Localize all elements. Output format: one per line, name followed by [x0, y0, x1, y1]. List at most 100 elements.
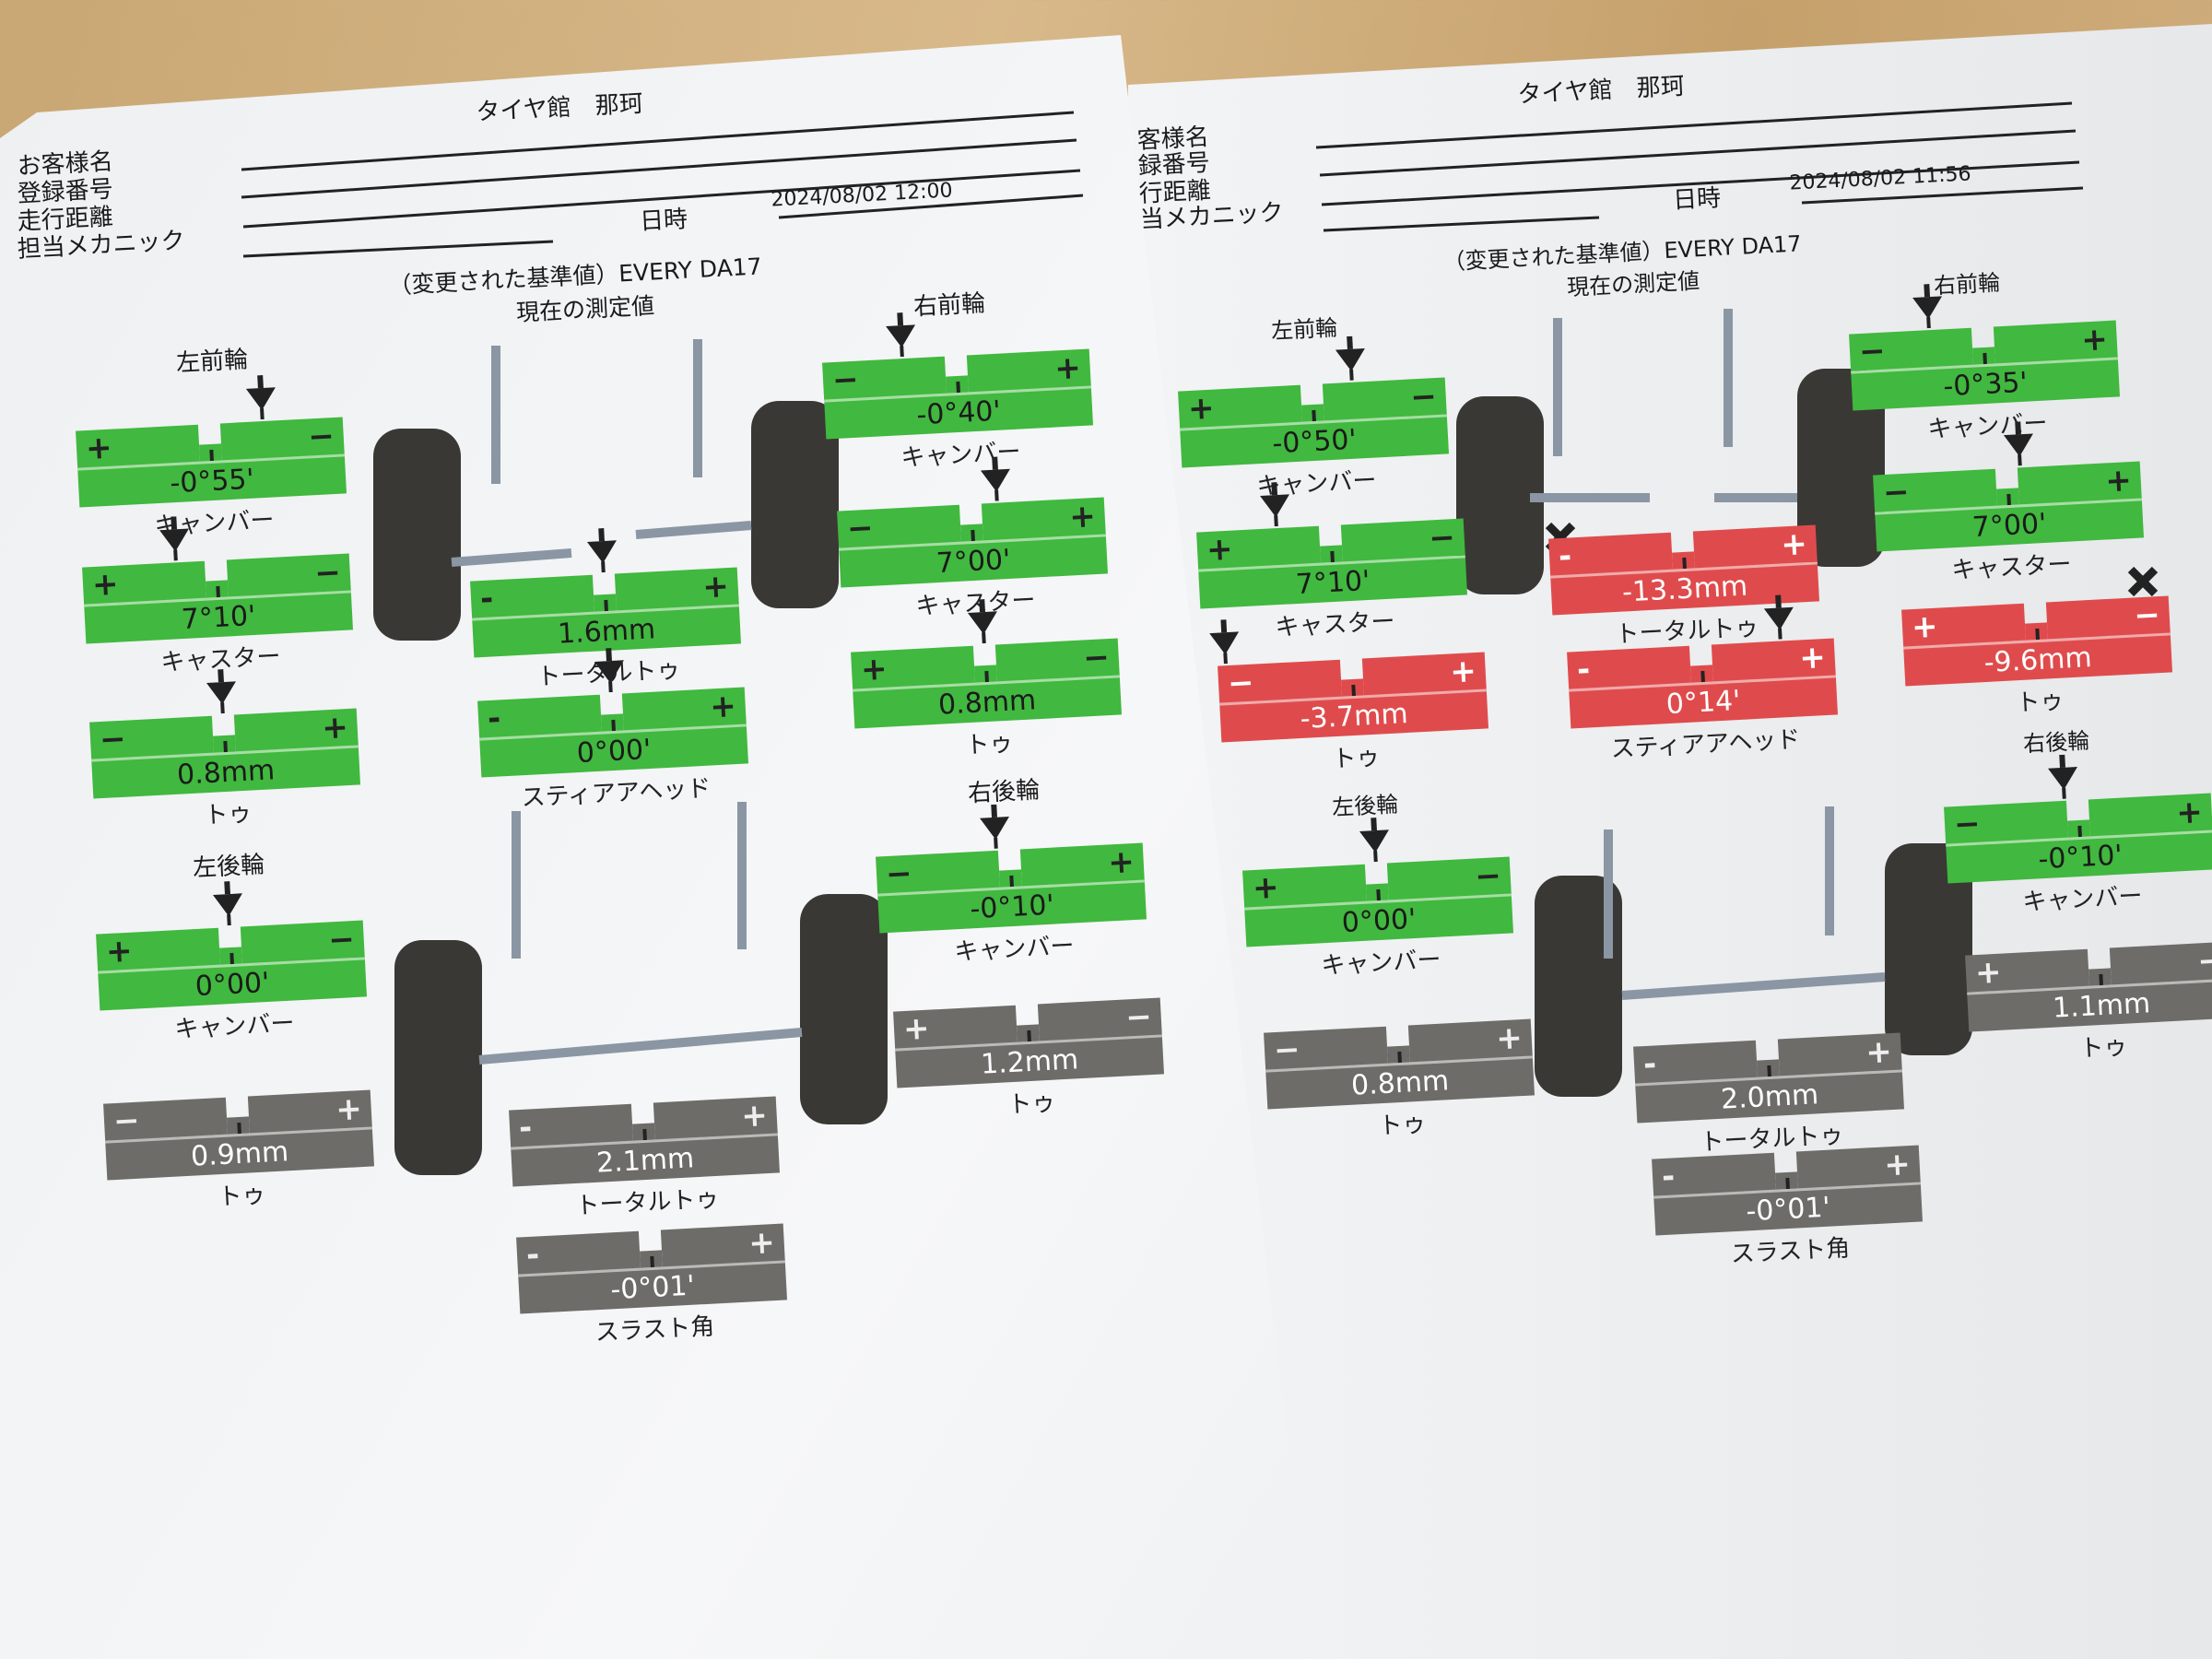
- sign-left: −: [1873, 468, 1998, 512]
- sign-right: +: [1361, 652, 1487, 696]
- pointer-arrow-icon: [590, 647, 629, 693]
- target-notch: [2067, 819, 2090, 838]
- target-notch: [1672, 551, 1695, 570]
- gauge-thrust: - + -0°01' スラスト角: [516, 1219, 789, 1351]
- target-notch: [1017, 1024, 1040, 1042]
- sign-left: −: [1264, 1026, 1389, 1070]
- gauge-rr-toe: + − 1.1mm トゥ: [1965, 937, 2212, 1069]
- section-right-front: 右前輪: [912, 289, 986, 322]
- date-label: 日時: [1672, 184, 1722, 215]
- gauge-total-toe: - + 1.6mm トータルトゥ: [470, 527, 743, 695]
- target-notch: [2088, 968, 2112, 986]
- sign-left: +: [851, 645, 976, 689]
- gauge-rf-toe: + − 0.8mm トゥ: [851, 598, 1124, 766]
- gauge-rf-toe: + − -9.6mm トゥ: [1901, 592, 2174, 724]
- gauge-lf-camber: + − -0°55' キャンバー: [76, 374, 348, 545]
- sign-right: −: [2109, 941, 2212, 985]
- sign-left: −: [837, 504, 962, 548]
- gauge-rf-camber: − + -0°35' キャンバー: [1849, 284, 2122, 448]
- sign-right: −: [1322, 377, 1447, 421]
- target-notch: [1690, 665, 1713, 683]
- section-left-front: 左前輪: [1270, 314, 1338, 345]
- gauge-rr-camber: − + -0°10' キャンバー: [1944, 754, 2212, 921]
- target-notch: [1757, 1059, 1780, 1077]
- target-notch: [1301, 404, 1324, 422]
- sign-right: −: [240, 920, 365, 964]
- sign-right: +: [614, 567, 739, 611]
- pointer-arrow-icon: [1255, 481, 1294, 527]
- sign-right: −: [1037, 997, 1162, 1041]
- sign-left: −: [822, 356, 947, 400]
- pointer-arrow-icon: [241, 374, 280, 420]
- target-notch: [1320, 545, 1343, 563]
- sign-left: -: [1548, 532, 1674, 576]
- pointer-arrow-icon: [1999, 420, 2038, 466]
- sign-left: +: [1965, 948, 2090, 993]
- pointer-arrow-icon: [963, 598, 1002, 644]
- sign-left: +: [893, 1005, 1018, 1049]
- gauge-rear-total-toe: - + 2.0mm トータルトゥ: [1633, 1029, 1906, 1160]
- sign-left: −: [1218, 659, 1343, 703]
- pointer-arrow-icon: [1331, 335, 1370, 382]
- sign-left: −: [89, 715, 215, 759]
- target-notch: [2025, 622, 2048, 641]
- gauge-rf-caster: − + 7°00' キャスター: [837, 456, 1110, 625]
- gauge-rear-total-toe: - + 2.1mm トータルトゥ: [509, 1092, 782, 1224]
- sign-left: +: [76, 424, 201, 468]
- gauge-steer: - + 0°14' スティアアヘッド: [1567, 594, 1840, 766]
- target-notch: [960, 524, 983, 542]
- pointer-arrow-icon: [1908, 283, 1947, 329]
- pointer-arrow-icon: [1355, 817, 1394, 863]
- gauge-lf-camber: + − -0°50' キャンバー: [1178, 335, 1451, 505]
- pointer-arrow-icon: [2043, 754, 2082, 800]
- target-notch: [632, 1123, 655, 1141]
- target-notch: [594, 594, 617, 612]
- date-label: 日時: [639, 206, 688, 236]
- sign-left: −: [1849, 327, 1974, 371]
- sign-right: +: [1711, 638, 1836, 682]
- gauge-rf-camber: − + -0°40' キャンバー: [822, 312, 1095, 477]
- sign-right: +: [653, 1096, 778, 1140]
- gauge-rf-caster: − + 7°00' キャスター: [1873, 421, 2146, 589]
- sign-right: +: [1795, 1145, 1921, 1189]
- target-notch: [1341, 678, 1364, 697]
- gauge-lr-toe: − + 0.8mm トゥ: [1264, 1015, 1536, 1147]
- sign-left: -: [1633, 1040, 1759, 1084]
- sign-left: +: [1196, 525, 1322, 570]
- target-notch: [199, 443, 222, 462]
- target-notch: [1775, 1171, 1798, 1190]
- pointer-arrow-icon: [1759, 594, 1798, 641]
- target-notch: [999, 869, 1022, 888]
- gauge-lf-caster: + − 7°10' キャスター: [82, 516, 355, 681]
- sign-left: +: [1178, 384, 1303, 429]
- sign-right: +: [1777, 1032, 1902, 1077]
- sign-left: -: [509, 1103, 634, 1147]
- sign-right: −: [994, 638, 1120, 682]
- sign-left: -: [1652, 1152, 1777, 1196]
- sign-left: −: [1944, 800, 2069, 844]
- sign-left: -: [516, 1230, 641, 1275]
- sign-right: +: [660, 1223, 785, 1267]
- pointer-arrow-icon: [1205, 618, 1243, 665]
- sign-right: +: [621, 687, 747, 731]
- sign-left: +: [96, 927, 221, 971]
- target-notch: [946, 375, 969, 394]
- pointer-arrow-icon: [155, 515, 194, 561]
- target-notch: [1996, 488, 2019, 506]
- pointer-arrow-icon: [208, 880, 247, 926]
- sign-right: −: [1386, 856, 1512, 900]
- gauge-thrust: - + -0°01' スラスト角: [1652, 1141, 1924, 1273]
- pointer-arrow-icon: [202, 668, 241, 714]
- sign-right: +: [1993, 320, 2118, 364]
- target-notch: [213, 735, 236, 753]
- target-notch: [227, 1116, 250, 1135]
- pointer-arrow-icon: [976, 456, 1015, 502]
- gauge-lf-toe: − + -3.7mm トゥ: [1208, 619, 1490, 780]
- sign-left: +: [1242, 864, 1368, 908]
- gauge-rr-camber: − + -0°10' キャンバー: [876, 804, 1148, 971]
- suspension-illustration: [373, 401, 888, 1175]
- sign-left: +: [82, 560, 207, 605]
- sign-left: -: [470, 574, 595, 618]
